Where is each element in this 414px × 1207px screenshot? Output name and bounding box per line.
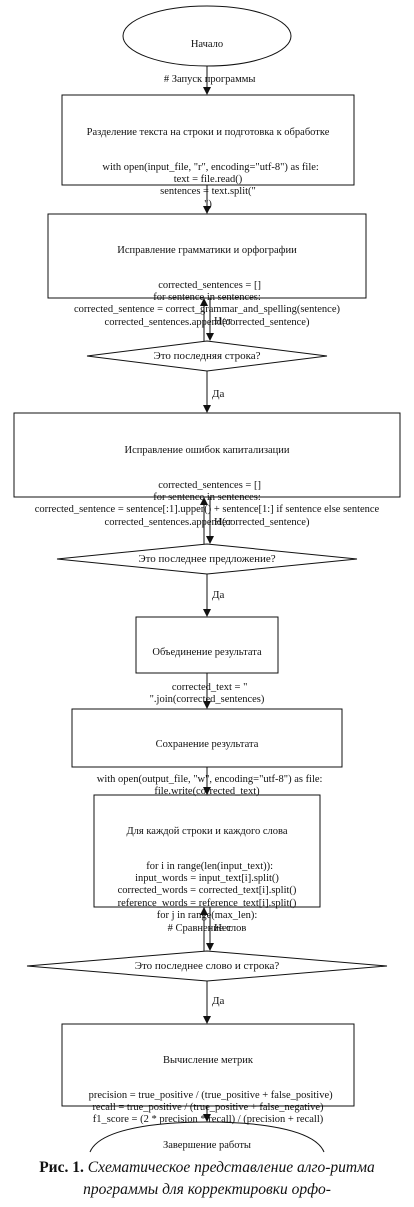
loop-title: Для каждой строки и каждого слова [126, 825, 288, 837]
metrics-body: precision = true_positive / (true_positi… [88, 1089, 333, 1126]
edge-label-no-2: Нет [214, 516, 232, 528]
edge-label-yes-2: Да [212, 589, 225, 601]
join-body: corrected_text = " ".join(corrected_sent… [149, 681, 265, 706]
start-node-text: Начало # Запуск программы [123, 14, 291, 86]
split-box [61, 94, 355, 186]
metrics-title: Вычисление метрик [162, 1054, 254, 1066]
grammar-body: corrected_sentences = [] for sentence in… [74, 279, 340, 328]
caps-body: corrected_sentences = [] for sentence in… [34, 479, 380, 528]
save-node-text: Сохранение результата with open(output_f… [72, 714, 342, 798]
save-title: Сохранение результата [155, 738, 259, 750]
edge-label-no-3: Нет [214, 922, 232, 934]
split-body: with open(input_file, "r", encoding="utf… [102, 161, 319, 210]
end-node-text: Завершение работы [162, 1140, 251, 1151]
q-sentence-text: Это последнее предложение? [138, 553, 276, 565]
metrics-box [61, 1023, 355, 1107]
caption-text: Схематическое представление алго-ритма п… [83, 1159, 375, 1198]
save-body: with open(output_file, "w", encoding="ut… [96, 773, 323, 798]
metrics-node-text: Вычисление метрик precision = true_posit… [62, 1030, 354, 1127]
grammar-node-text: Исправление грамматики и орфографии corr… [48, 220, 366, 329]
loop-node-text: Для каждой строки и каждого слова for i … [94, 801, 320, 935]
loop-body: for i in range(len(input_text)): input_w… [117, 860, 297, 934]
figure-caption: Рис. 1. Схематическое представление алго… [0, 1157, 414, 1201]
edge-label-yes-1: Да [212, 388, 225, 400]
q-word-text: Это последнее слово и строка? [134, 960, 280, 972]
join-title: Объединение результата [152, 646, 262, 658]
join-node-text: Объединение результата corrected_text = … [136, 622, 278, 706]
start-title: Начало [190, 38, 224, 50]
grammar-title: Исправление грамматики и орфографии [117, 244, 297, 256]
edge-label-yes-3: Да [212, 995, 225, 1007]
start-body: # Запуск программы [163, 73, 256, 85]
caption-label: Рис. 1. [39, 1159, 84, 1176]
split-node-text: Разделение текста на строки и подготовка… [62, 102, 354, 211]
caps-title: Исправление ошибок капитализации [124, 444, 290, 456]
end-ellipse [89, 1121, 325, 1153]
q-line-text: Это последняя строка? [153, 350, 261, 362]
split-title: Разделение текста на строки и подготовка… [86, 126, 330, 138]
caps-node-text: Исправление ошибок капитализации correct… [14, 420, 400, 529]
edge-label-no-1: Нет [214, 315, 232, 327]
